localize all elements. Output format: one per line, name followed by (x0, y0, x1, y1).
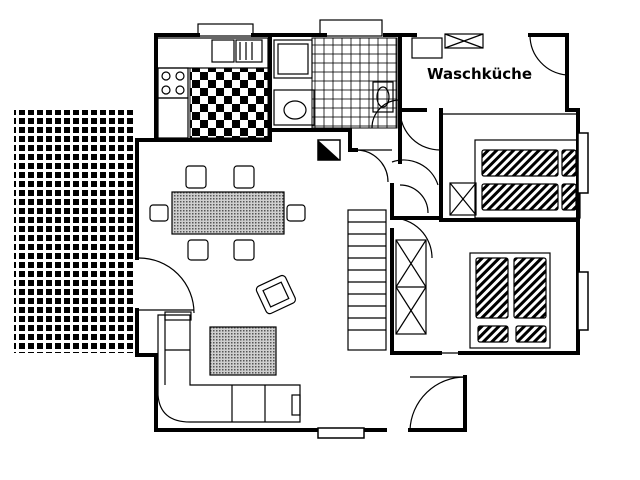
stove-icon (161, 71, 171, 81)
chair (233, 239, 255, 261)
outer-walls (135, 33, 580, 432)
window-bottom (317, 427, 365, 439)
terrace-grid (14, 110, 134, 353)
window-right (577, 132, 589, 194)
bathroom (273, 19, 401, 161)
shower-icon (273, 39, 313, 79)
wardrobe (449, 182, 477, 216)
dining-area (138, 165, 306, 314)
toilet-icon (283, 100, 307, 120)
bed-hatch (513, 257, 547, 319)
bath-floor-tiles (311, 37, 398, 129)
inner-walls (154, 33, 580, 355)
chair (149, 204, 169, 222)
entrance (409, 352, 466, 431)
chair (187, 239, 209, 261)
dining-table (171, 191, 285, 235)
living-area (157, 274, 365, 439)
chair (286, 204, 306, 222)
staircase (347, 149, 439, 351)
bed-hatch (475, 257, 509, 319)
bed-hatch (481, 183, 559, 211)
sink-icon (211, 39, 235, 63)
laundry: Waschküche (411, 33, 568, 83)
sofa (157, 314, 301, 423)
kitchen-floor-checker (189, 67, 269, 139)
bedroom-lower (391, 217, 589, 349)
chair (233, 165, 255, 189)
bedroom-upper (399, 109, 589, 219)
chair (185, 165, 207, 189)
armchair (255, 274, 297, 315)
coffee-table (209, 326, 277, 376)
room-label-waschkueche: Waschküche (427, 65, 532, 83)
bed-hatch (481, 149, 559, 177)
washbasin-icon (372, 81, 394, 113)
window-right (577, 271, 589, 331)
laundry-machine-icon (444, 33, 484, 49)
kitchen (155, 23, 269, 139)
